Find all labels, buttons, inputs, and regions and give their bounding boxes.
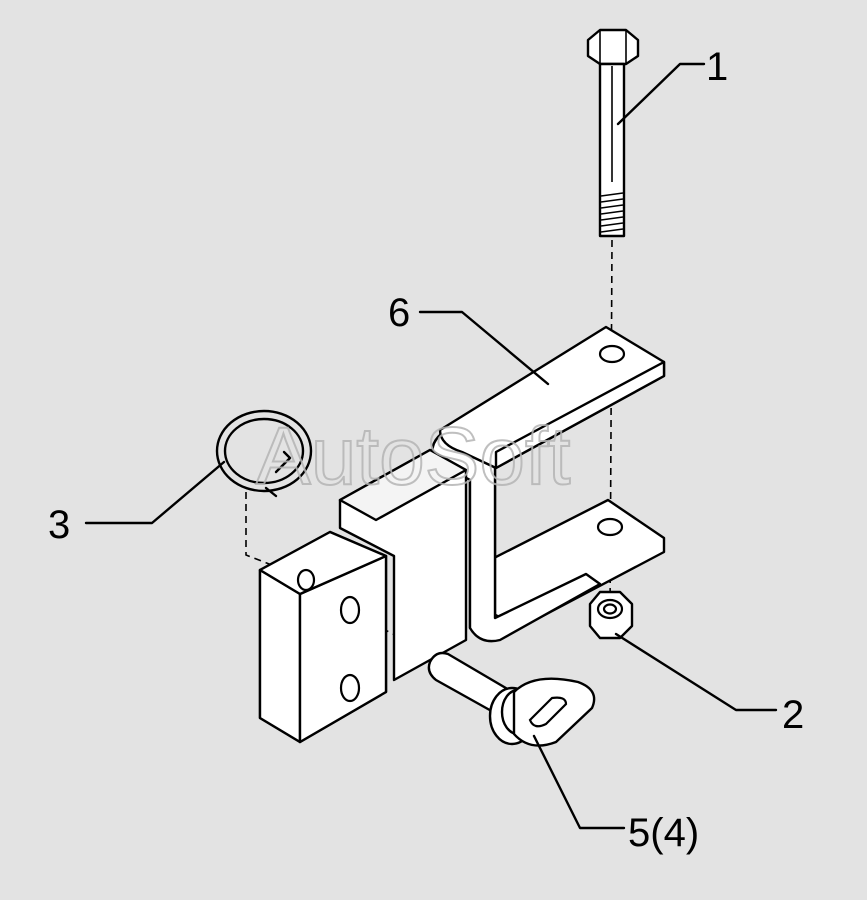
bolt-part-1	[586, 28, 640, 238]
leader-lines	[84, 62, 778, 830]
nut-part-2	[588, 590, 634, 640]
u-bracket-part-6	[431, 325, 666, 643]
snap-ring-part-3	[215, 409, 313, 498]
callout-6: 6	[388, 291, 410, 335]
callout-3: 3	[48, 503, 70, 547]
callout-2: 2	[782, 693, 804, 737]
hitch-pin-part-5	[427, 651, 596, 747]
callout-5-4: 5(4)	[628, 811, 699, 855]
watermark: AutoSoft	[256, 411, 571, 502]
callout-1: 1	[706, 45, 728, 89]
mounting-bracket	[258, 448, 468, 744]
